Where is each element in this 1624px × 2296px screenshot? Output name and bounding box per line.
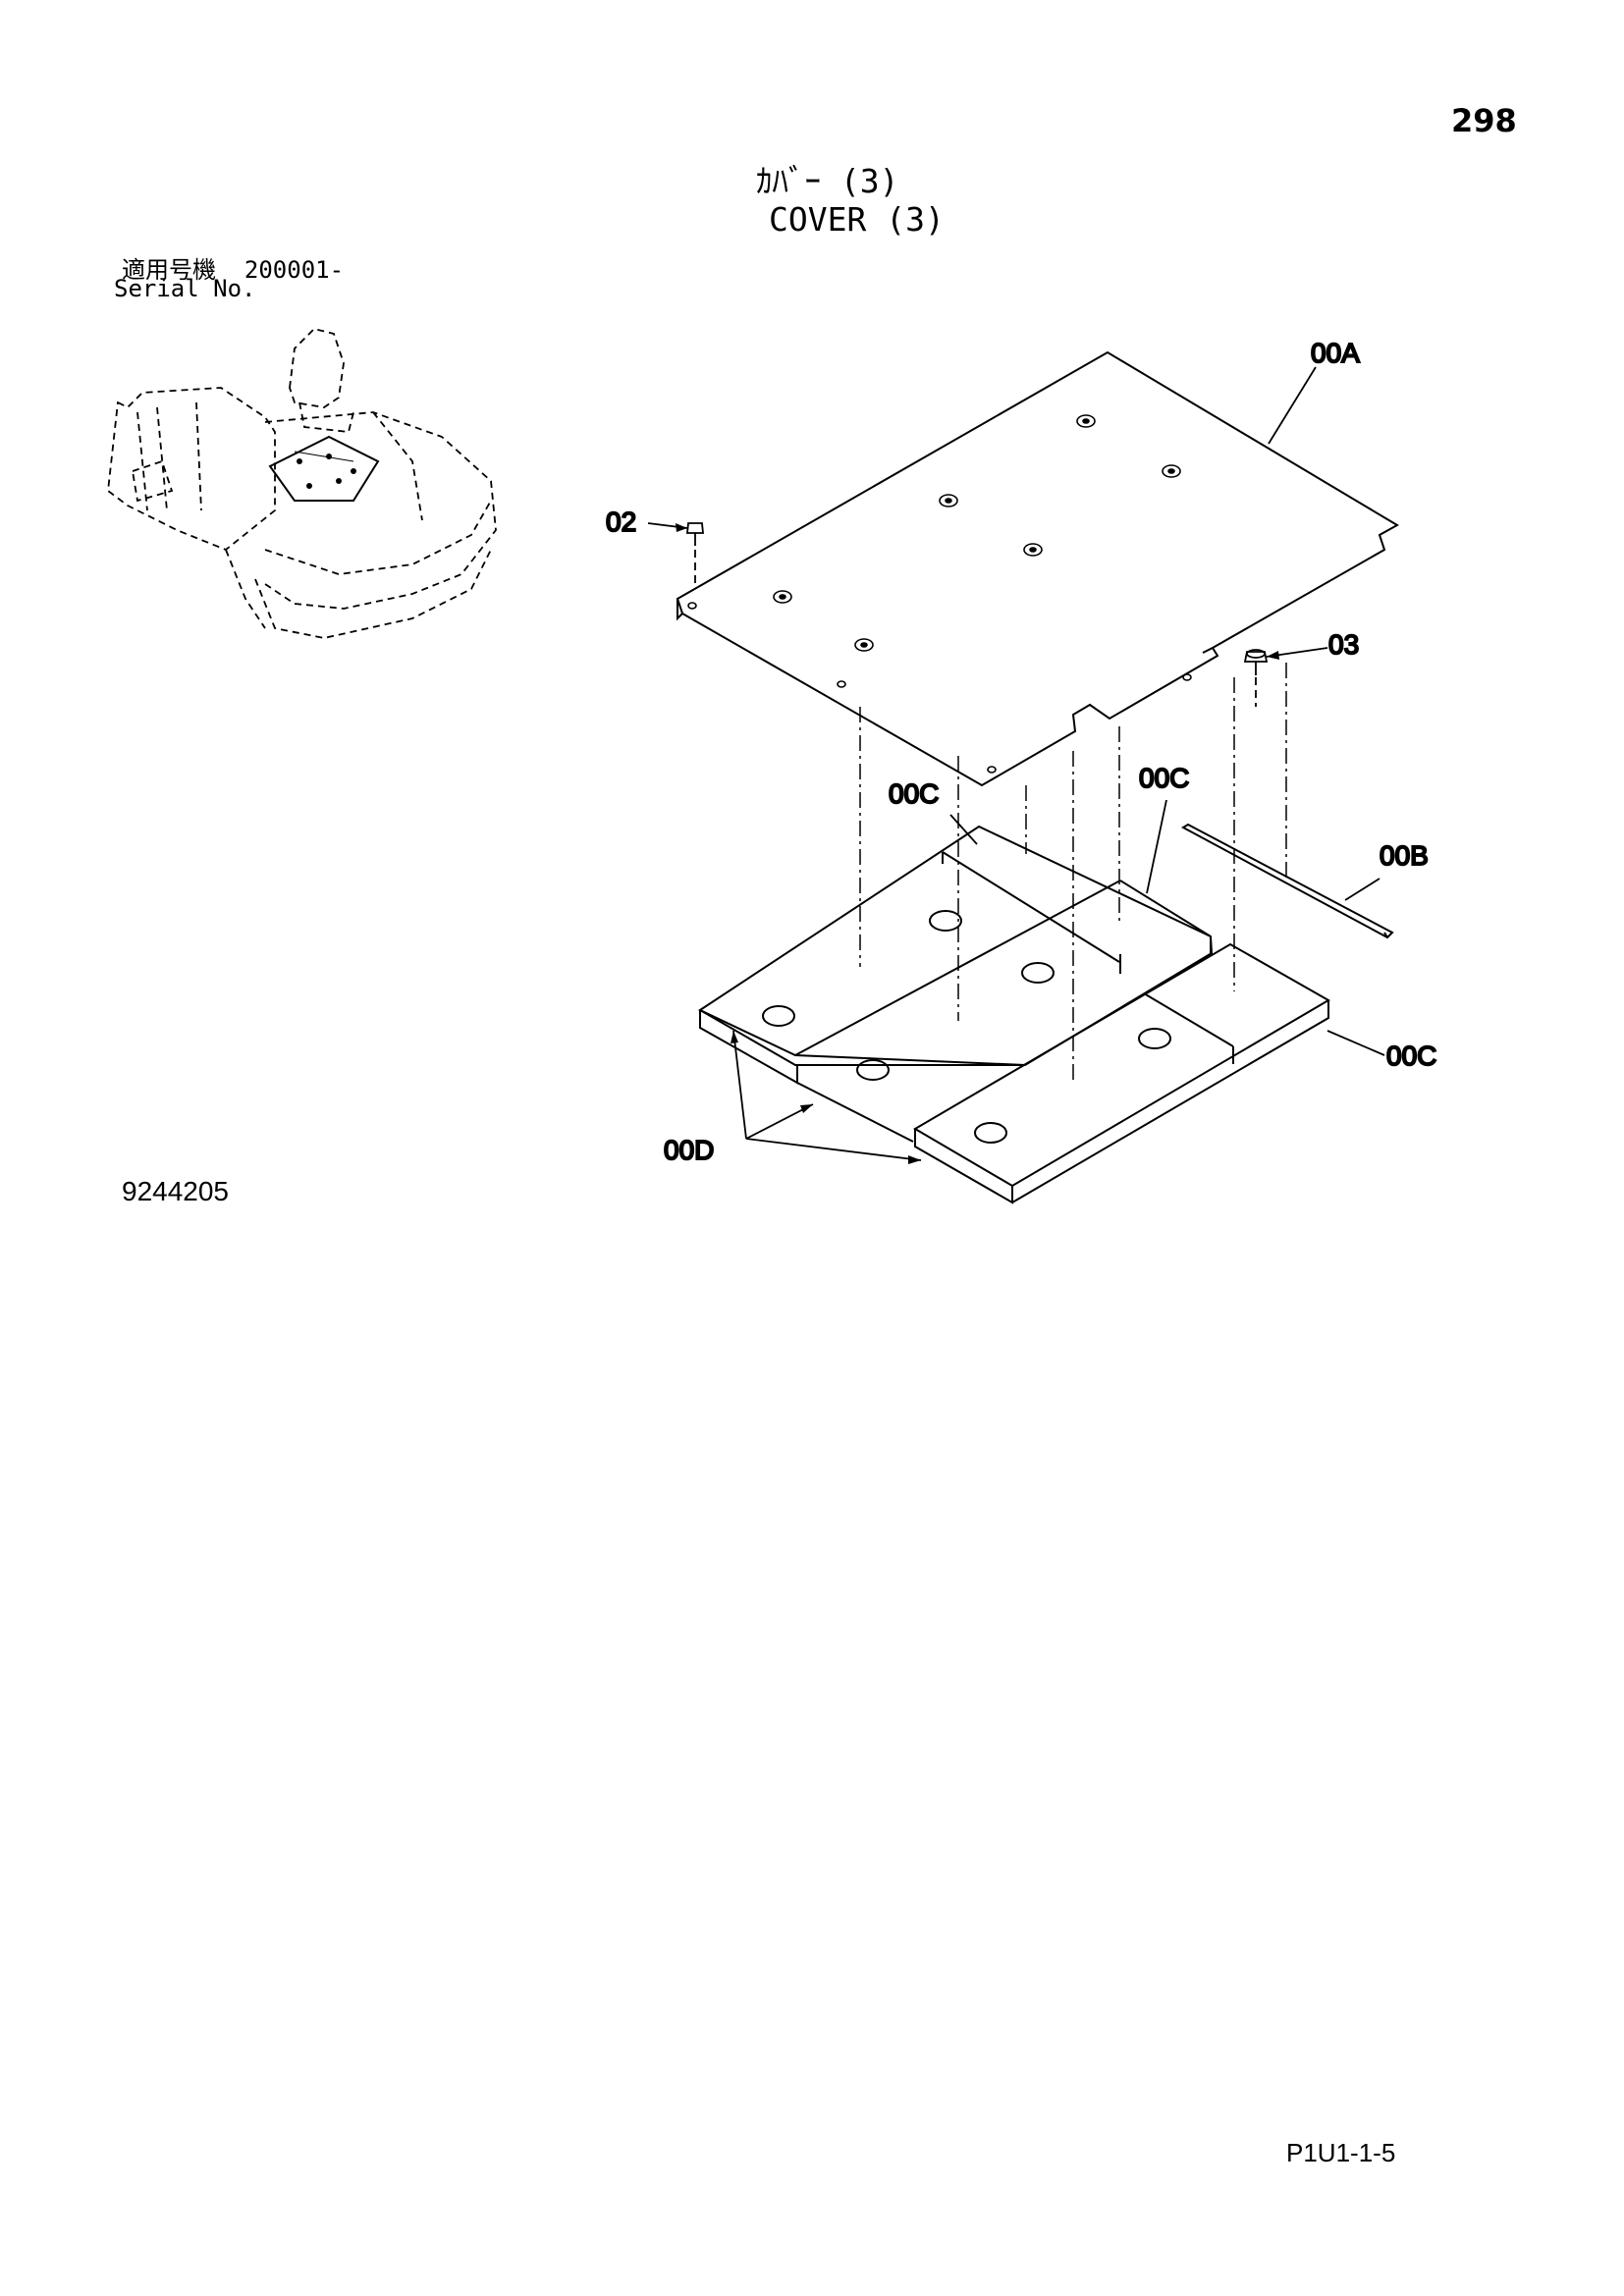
callout-00C-middle: 00C (1139, 763, 1189, 793)
cover-plate-00A (676, 350, 1400, 787)
title-japanese: ｶﾊﾞｰ (3) (756, 162, 899, 200)
serial-jp-label: 適用号機 (122, 256, 216, 284)
title-english: COVER (3) (769, 200, 945, 239)
callout-00D: 00D (664, 1135, 714, 1165)
serial-label-english: Serial No. (114, 275, 256, 302)
serial-number: 200001- (244, 256, 345, 284)
alignment-lines (859, 663, 1287, 1080)
pad-block-top (697, 825, 1214, 1143)
strip-00B (1180, 823, 1394, 939)
callout-00C-right: 00C (1386, 1041, 1436, 1071)
serial-label-japanese: 適用号機 200001- (122, 250, 344, 285)
callout-00A: 00A (1311, 338, 1360, 368)
callout-00C-left: 00C (889, 778, 939, 809)
machine-location-thumbnail (107, 328, 497, 639)
leader-lines (647, 366, 1385, 1161)
callout-00B: 00B (1380, 840, 1429, 871)
highlighted-cover-on-machine (268, 435, 380, 502)
callout-02: 02 (606, 507, 636, 537)
figure-number: 9244205 (122, 1176, 230, 1206)
page-code: P1U1-1-5 (1286, 2138, 1396, 2167)
bolt-02 (686, 522, 704, 589)
bolt-03 (1243, 649, 1269, 707)
cover-bolt-holes (687, 414, 1192, 774)
page-number: 298 (1451, 102, 1517, 139)
pad-block-bottom (913, 942, 1330, 1204)
leader-arrowheads (676, 523, 1279, 1164)
callout-03: 03 (1328, 629, 1359, 660)
